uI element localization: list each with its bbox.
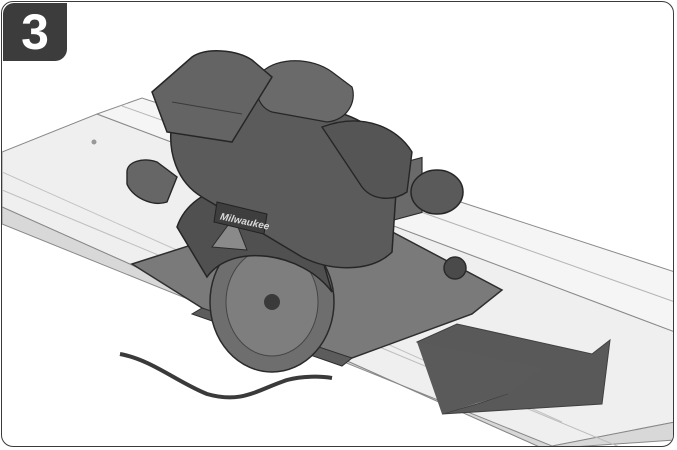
depth-knob — [443, 256, 467, 280]
rail-hole — [91, 139, 97, 145]
dust-port — [126, 159, 178, 204]
front-knob — [410, 169, 464, 215]
direction-arrow — [415, 323, 611, 415]
saw-motor-housing — [126, 50, 464, 269]
step-number-badge: 3 — [3, 3, 67, 61]
workpiece-edge-line — [119, 352, 333, 400]
